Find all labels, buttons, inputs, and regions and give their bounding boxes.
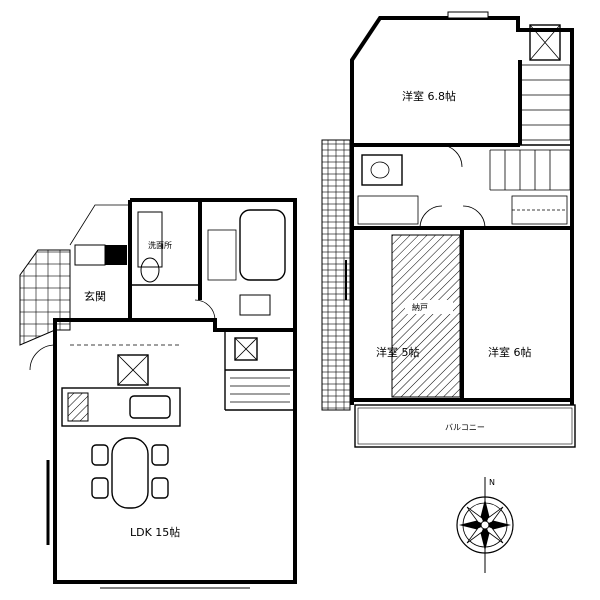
shoe-cabinet: [74, 244, 106, 266]
top-room-door: [439, 144, 463, 168]
ldk-outer-wall: [53, 318, 297, 584]
compass: N: [456, 477, 514, 573]
sink: [129, 395, 171, 419]
balcony: [354, 404, 576, 448]
bathtub: [239, 209, 286, 281]
stairs-1f: [230, 377, 290, 403]
stove: [67, 392, 89, 422]
compass-rose-icon: [459, 499, 511, 551]
chair-1: [91, 444, 109, 466]
wash-wall: [130, 198, 297, 330]
closet-top-right: [529, 24, 561, 61]
bedroom-left-door: [419, 205, 443, 229]
chair-3: [151, 444, 169, 466]
top-window: [447, 11, 489, 19]
label-entrance: 玄関: [84, 289, 106, 303]
storage-box-1: [234, 337, 258, 361]
first-floor: 玄関 洗面所 LDK 15帖: [19, 198, 297, 589]
dining-table: [111, 437, 149, 509]
floor2-outer-wall: [350, 16, 574, 405]
label-room-right: 洋室 6帖: [488, 345, 532, 359]
label-room-left: 洋室 5帖: [376, 345, 420, 359]
entrance-door: [29, 344, 56, 371]
toilet-2f: [361, 154, 403, 186]
walk-in-closet: [391, 234, 461, 398]
label-room-top: 洋室 6.8帖: [402, 89, 456, 103]
label-balcony: バルコニー: [445, 423, 485, 432]
label-ldk: LDK 15帖: [130, 526, 180, 539]
compass-north-label: N: [489, 478, 495, 487]
washing-machine: [140, 257, 160, 283]
wash-door: [194, 299, 216, 321]
second-floor: 納戸 洋室 6.8帖 洋室 5帖 洋室 6帖 バルコニー: [321, 11, 576, 448]
porch-roof-line: [69, 204, 130, 246]
label-closet: 納戸: [412, 302, 428, 312]
chair-2: [91, 477, 109, 499]
fridge: [117, 354, 149, 386]
shower-area: [207, 229, 237, 281]
shoe-cabinet-dark: [105, 245, 127, 265]
entrance-porch: [19, 249, 71, 346]
closet-label-bg: [405, 300, 453, 314]
wash-basin: [137, 211, 163, 268]
label-washroom: 洗面所: [148, 240, 172, 250]
hall-closet-left: [357, 195, 419, 225]
stairs-2f: [489, 64, 571, 191]
toilet-1f: [239, 294, 271, 316]
kitchen-counter: [61, 387, 181, 427]
chair-4: [151, 477, 169, 499]
bedroom-right-door: [462, 205, 486, 229]
balcony-inner: [357, 407, 573, 445]
